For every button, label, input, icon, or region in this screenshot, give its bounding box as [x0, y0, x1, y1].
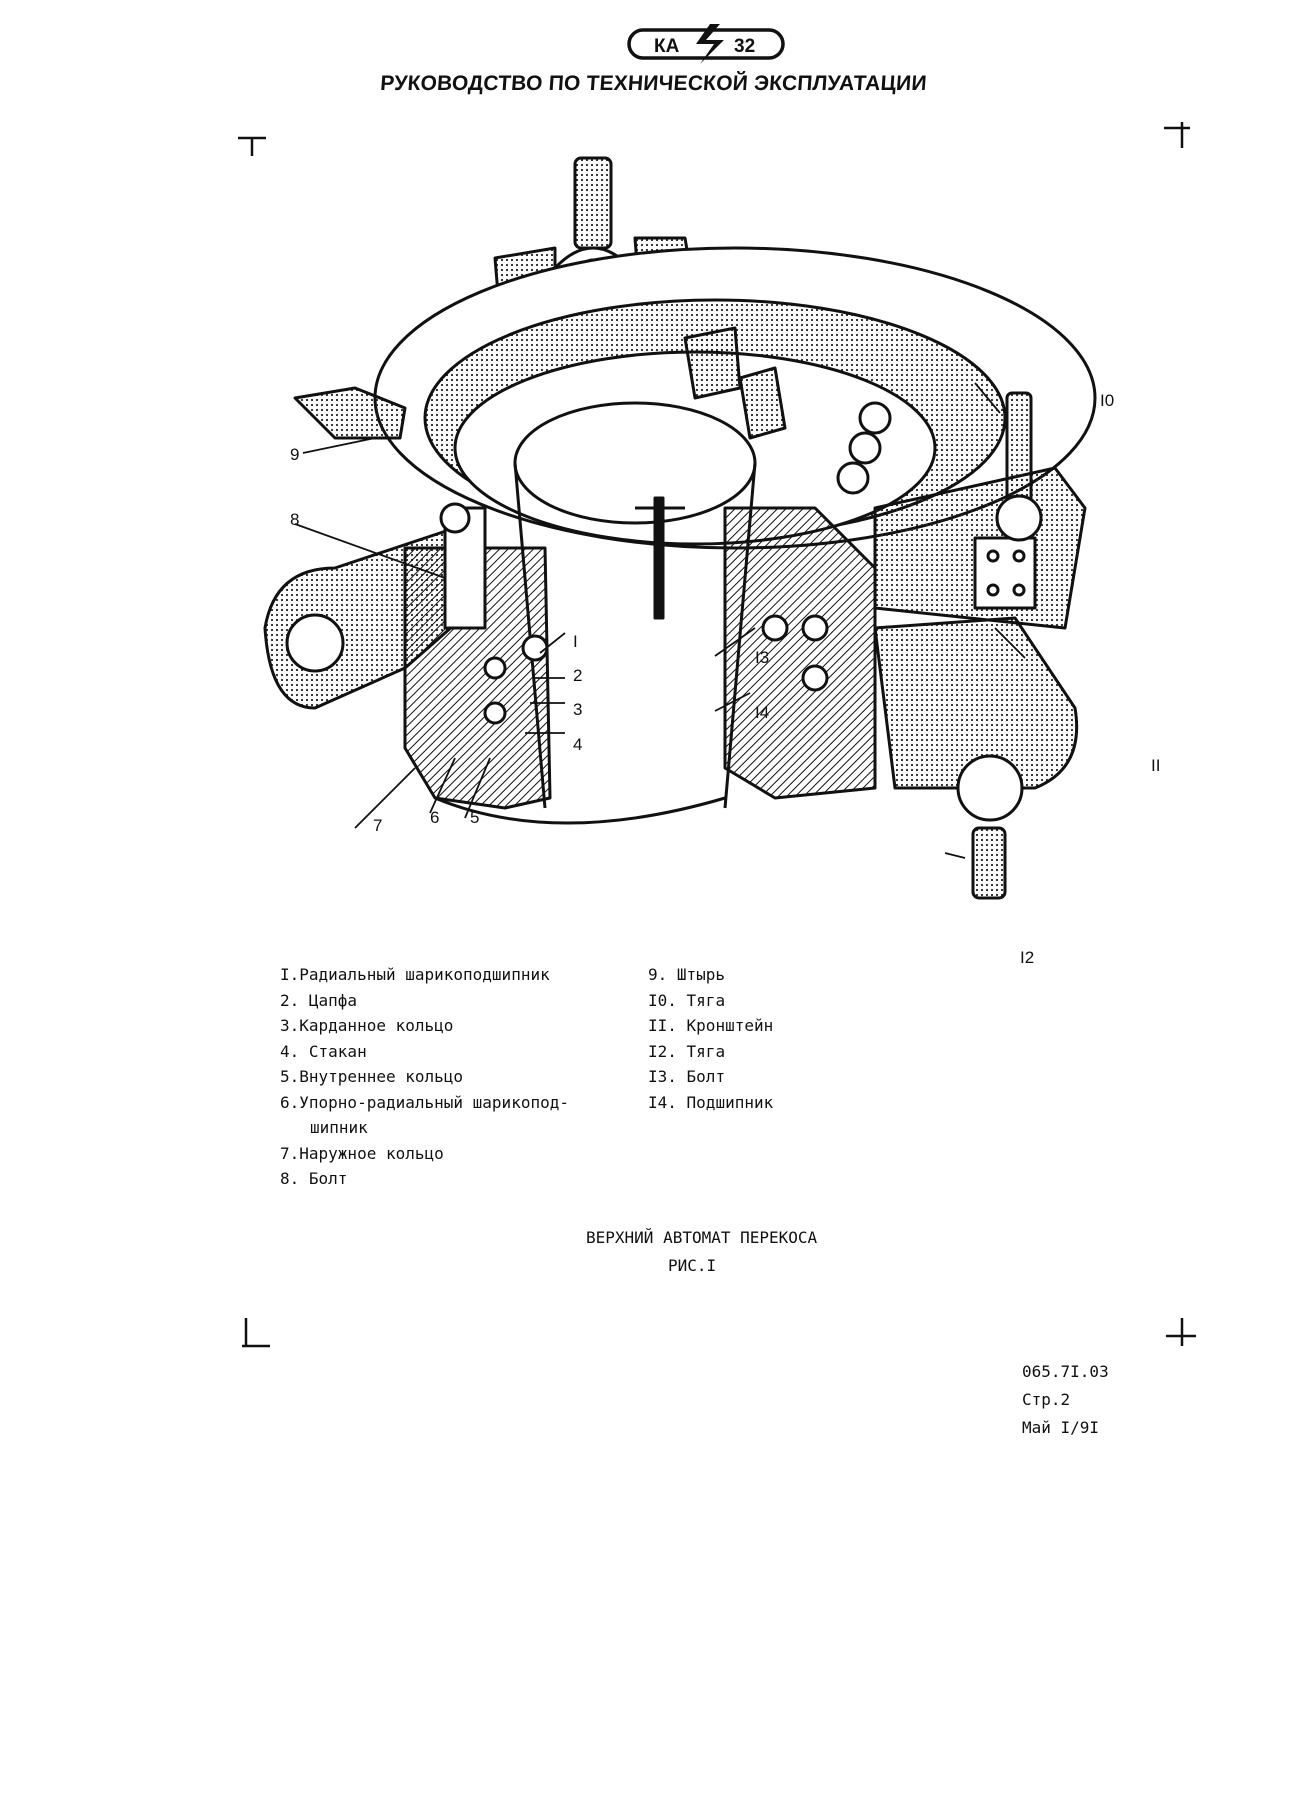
- crop-mark-bottom-left: [236, 1316, 276, 1356]
- revision-date: Май I/9I: [1022, 1418, 1100, 1437]
- crop-mark-top-left: [236, 118, 276, 158]
- legend-left-column: I.Радиальный шарикоподшипник 2. Цапфа 3.…: [280, 962, 620, 1192]
- legend-item: 8. Болт: [280, 1169, 348, 1188]
- legend-item: 2. Цапфа: [280, 990, 358, 1010]
- callout-7: 7: [373, 816, 383, 835]
- callout-4: 4: [573, 735, 583, 754]
- legend-item: II. Кронштейн: [648, 1016, 774, 1035]
- callout-5: 5: [470, 808, 480, 827]
- logo-left-text: КА: [654, 36, 680, 57]
- legend-item: I2. Тяга: [648, 1041, 726, 1061]
- legend-item: 6.Упорно-радиальный шарикопод-: [280, 1092, 569, 1112]
- legend-item: I0. Тяга: [648, 990, 726, 1010]
- page-footer: 065.7I.03 Стр.2 Май I/9I: [1022, 1358, 1109, 1442]
- legend-item: I.Радиальный шарикоподшипник: [280, 965, 550, 984]
- legend-item: 9. Штырь: [648, 965, 726, 984]
- callout-6: 6: [430, 808, 440, 827]
- callout-1: I: [573, 632, 578, 651]
- swashplate-drawing: [263, 156, 1097, 900]
- figure-label: РИС.I: [668, 1256, 717, 1275]
- legend-item: 4. Стакан: [280, 1041, 367, 1061]
- callout-8: 8: [290, 510, 300, 529]
- legend-item: I4. Подшипник: [648, 1092, 774, 1112]
- logo: КА 32: [626, 22, 786, 66]
- page-number: Стр.2: [1022, 1390, 1071, 1409]
- crop-mark-top-right: [1160, 116, 1200, 156]
- callout-3: 3: [573, 700, 583, 719]
- figure-caption-title: ВЕРХНИЙ АВТОМАТ ПЕРЕКОСА: [586, 1228, 818, 1247]
- legend-right-column: 9. Штырь I0. Тяга II. Кронштейн I2. Тяга…: [648, 962, 948, 1115]
- callout-11: II: [1151, 756, 1161, 775]
- legend-item: 3.Карданное кольцо: [280, 1016, 454, 1035]
- document-number: 065.7I.03: [1022, 1362, 1109, 1381]
- logo-right-text: 32: [734, 36, 755, 57]
- callout-12: I2: [1020, 948, 1035, 967]
- legend-item: I3. Болт: [648, 1067, 726, 1086]
- legend-item: 7.Наружное кольцо: [280, 1143, 444, 1163]
- callout-10: I0: [1100, 391, 1115, 410]
- callout-9: 9: [290, 445, 300, 464]
- swashplate-illustration: 9 8 I 2 3 4 5 6 7 I0 II I2 I3 I4: [255, 148, 1255, 1048]
- document-title: РУКОВОДСТВО ПО ТЕХНИЧЕСКОЙ ЭКСПЛУАТАЦИИ: [379, 72, 928, 95]
- callout-13: I3: [755, 648, 770, 667]
- legend-item-continuation: шипник: [310, 1118, 368, 1137]
- legend-item: 5.Внутреннее кольцо: [280, 1067, 464, 1086]
- crop-mark-bottom-right: [1160, 1316, 1200, 1356]
- callout-2: 2: [573, 666, 583, 685]
- callout-14: I4: [755, 703, 770, 722]
